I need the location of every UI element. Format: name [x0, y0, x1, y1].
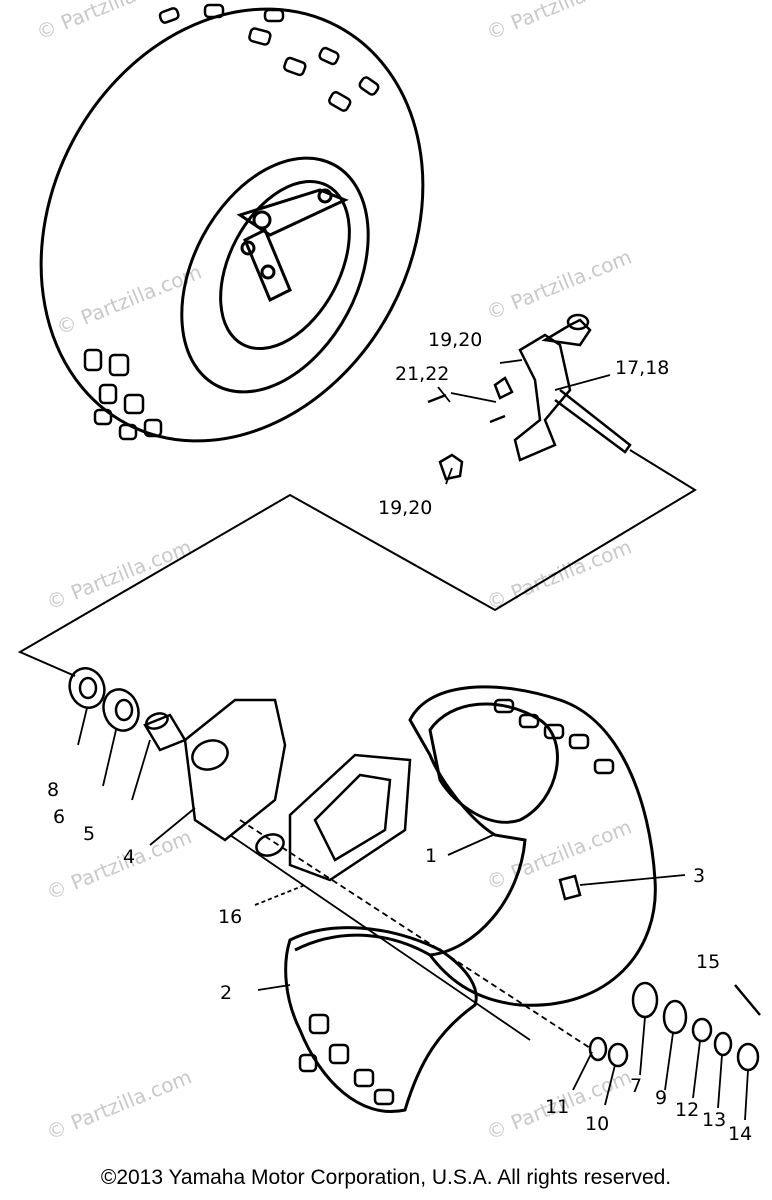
- callout-6: 6: [53, 806, 65, 828]
- callout-8: 8: [47, 779, 59, 801]
- callout-19-20-bottom: 19,20: [378, 497, 432, 519]
- steering-knuckle-illustration: [427, 313, 632, 481]
- callout-2: 2: [220, 982, 232, 1004]
- copyright-footer: ©2013 Yamaha Motor Corporation, U.S.A. A…: [100, 1166, 672, 1189]
- axle-hardware-illustration: [588, 981, 761, 1072]
- callout-5: 5: [83, 823, 95, 845]
- callout-14: 14: [728, 1123, 752, 1145]
- tire-tread: [83, 3, 380, 441]
- leader-lines: [77, 359, 749, 1121]
- watermark: © Partzilla.com: [43, 535, 195, 615]
- callout-21-22: 21,22: [395, 363, 449, 385]
- split-tire-illustration: [284, 685, 657, 1113]
- assembled-tire-illustration: [39, 3, 425, 443]
- callout-15: 15: [696, 951, 720, 973]
- callout-13: 13: [702, 1109, 726, 1131]
- watermarks: © Partzilla.com © Partzilla.com © Partzi…: [33, 0, 635, 1145]
- watermark: © Partzilla.com: [483, 245, 635, 325]
- hub-spokes: [236, 188, 349, 303]
- callout-1: 1: [425, 845, 437, 867]
- watermark: © Partzilla.com: [483, 0, 635, 45]
- hub-parts-illustration: [68, 667, 412, 882]
- callout-16: 16: [218, 906, 242, 928]
- callout-7: 7: [630, 1075, 642, 1097]
- watermark: © Partzilla.com: [43, 825, 195, 905]
- callout-3: 3: [693, 865, 705, 887]
- callout-19-20-top: 19,20: [428, 329, 482, 351]
- watermark: © Partzilla.com: [43, 1065, 195, 1145]
- assembly-indicator-lines: [17, 449, 697, 677]
- callout-11: 11: [545, 1096, 569, 1118]
- callouts: 17,18 19,20 21,22 19,20 8 6 5 4 1 3 16 2…: [47, 329, 752, 1145]
- callout-12: 12: [675, 1099, 699, 1121]
- tire-tread: [298, 698, 615, 1106]
- callout-9: 9: [655, 1087, 667, 1109]
- callout-10: 10: [585, 1113, 609, 1135]
- callout-4: 4: [123, 846, 135, 868]
- callout-17-18: 17,18: [615, 357, 669, 379]
